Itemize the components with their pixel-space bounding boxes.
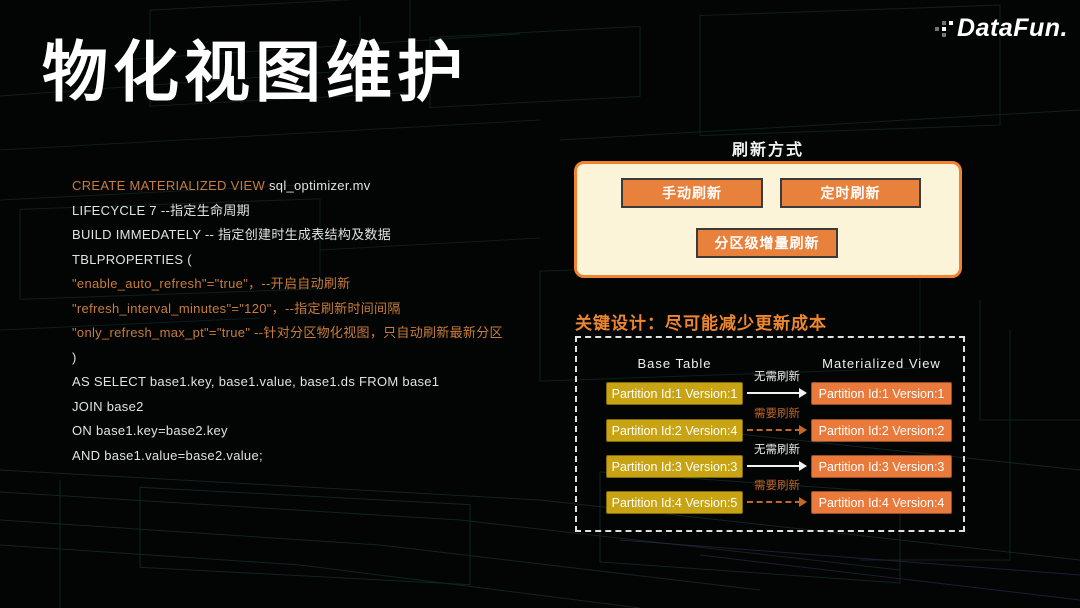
code-line: "only_refresh_max_pt"="true" --针对分区物化视图，… xyxy=(72,325,503,340)
code-line: CREATE MATERIALIZED VIEW sql_optimizer.m… xyxy=(72,178,371,193)
manual-refresh-button: 手动刷新 xyxy=(621,178,763,208)
sql-code-block: CREATE MATERIALIZED VIEW sql_optimizer.m… xyxy=(72,174,552,468)
base-partition-box: Partition Id:3 Version:3 xyxy=(606,455,743,478)
refresh-status-label: 无需刷新 xyxy=(754,444,800,456)
mv-partition-box: Partition Id:4 Version:4 xyxy=(811,491,952,514)
base-partition-box: Partition Id:1 Version:1 xyxy=(606,382,743,405)
code-line: LIFECYCLE 7 --指定生命周期 xyxy=(72,202,250,218)
mv-partition-box: Partition Id:2 Version:2 xyxy=(811,419,952,442)
diagram-row: Partition Id:3 Version:3 无需刷新 Partition … xyxy=(577,444,963,478)
partition-refresh-diagram: Base Table Materialized View Partition I… xyxy=(575,336,965,532)
flow-arrow xyxy=(747,465,801,467)
code-line: AND base1.value=base2.value; xyxy=(72,447,263,463)
base-partition-box: Partition Id:4 Version:5 xyxy=(606,491,743,514)
refresh-status-label: 无需刷新 xyxy=(754,371,800,383)
key-design-heading: 关键设计：尽可能减少更新成本 xyxy=(575,314,827,333)
code-line: BUILD IMMEDATELY -- 指定创建时生成表结构及数据 xyxy=(72,227,392,242)
code-line: ON base1.key=base2.key xyxy=(72,423,228,438)
flow-arrowhead-icon xyxy=(799,497,807,507)
flow-arrowhead-icon xyxy=(799,461,807,471)
flow-arrow xyxy=(747,392,801,394)
base-partition-box: Partition Id:2 Version:4 xyxy=(606,419,743,442)
datafun-logo-text: DataFun. xyxy=(957,14,1068,42)
timed-refresh-button: 定时刷新 xyxy=(780,178,921,208)
code-line: AS SELECT base1.key, base1.value, base1.… xyxy=(72,374,440,389)
diagram-row: Partition Id:2 Version:4 需要刷新 Partition … xyxy=(577,408,963,442)
flow-arrow xyxy=(747,429,801,431)
code-line: JOIN base2 xyxy=(72,398,144,414)
code-line: ) xyxy=(72,349,77,365)
mv-partition-box: Partition Id:1 Version:1 xyxy=(811,382,952,405)
diagram-row: Partition Id:1 Version:1 无需刷新 Partition … xyxy=(577,371,963,405)
code-line: TBLPROPERTIES ( xyxy=(72,251,192,267)
datafun-logo-dots-icon xyxy=(935,20,954,37)
datafun-logo: DataFun. xyxy=(935,14,1068,43)
flow-arrowhead-icon xyxy=(799,388,807,398)
base-table-header: Base Table xyxy=(637,356,712,371)
code-line: "refresh_interval_minutes"="120"，--指定刷新时… xyxy=(72,300,401,316)
refresh-panel: 手动刷新 定时刷新 分区级增量刷新 xyxy=(574,161,962,278)
refresh-status-label: 需要刷新 xyxy=(754,408,800,420)
flow-arrow xyxy=(747,501,801,503)
refresh-panel-title: 刷新方式 xyxy=(731,142,804,159)
diagram-row: Partition Id:4 Version:5 需要刷新 Partition … xyxy=(577,480,963,514)
materialized-view-header: Materialized View xyxy=(822,356,941,371)
page-title: 物化视图维护 xyxy=(42,35,468,109)
partition-incremental-refresh-button: 分区级增量刷新 xyxy=(696,228,838,258)
refresh-status-label: 需要刷新 xyxy=(754,480,800,492)
mv-partition-box: Partition Id:3 Version:3 xyxy=(811,455,952,478)
code-line: "enable_auto_refresh"="true"，--开启自动刷新 xyxy=(72,276,351,291)
flow-arrowhead-icon xyxy=(799,425,807,435)
